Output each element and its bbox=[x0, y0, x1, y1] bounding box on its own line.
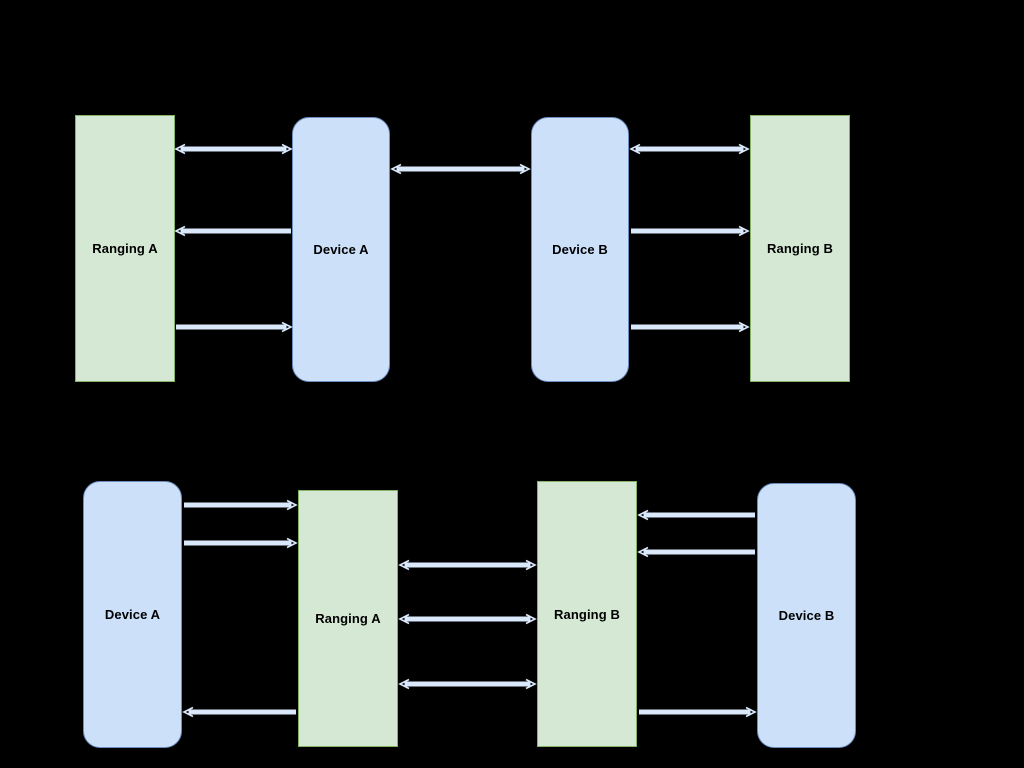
arrow-t7-right bbox=[631, 321, 750, 333]
arrow-b2-right bbox=[184, 537, 298, 549]
arrow-b7-left bbox=[637, 509, 755, 521]
arrow-b3-left bbox=[182, 706, 296, 718]
lifeline-bot-device-a[interactable]: Device A bbox=[83, 481, 182, 748]
lifeline-label-ranging-b: Ranging B bbox=[767, 241, 833, 256]
lifeline-bot-device-b[interactable]: Device B bbox=[757, 483, 856, 748]
arrow-b8-left bbox=[637, 546, 755, 558]
lifeline-label-device-a: Device A bbox=[313, 242, 369, 257]
lifeline-label-ranging-b: Ranging B bbox=[554, 606, 620, 622]
lifeline-bot-ranging-b[interactable]: Ranging B bbox=[537, 481, 637, 747]
arrow-t5-both bbox=[629, 143, 750, 155]
lifeline-label-ranging-a: Ranging A bbox=[315, 611, 381, 626]
arrow-t4-both bbox=[390, 163, 531, 175]
lifeline-top-ranging-a[interactable]: Ranging A bbox=[75, 115, 175, 382]
arrow-b4-both bbox=[398, 559, 537, 571]
arrow-t2-left bbox=[174, 225, 291, 237]
lifeline-top-ranging-b[interactable]: Ranging B bbox=[750, 115, 850, 382]
arrow-t1-both bbox=[174, 143, 293, 155]
lifeline-label-device-b: Device B bbox=[778, 608, 835, 623]
lifeline-label-device-a: Device A bbox=[104, 607, 161, 622]
lifeline-label-device-b: Device B bbox=[552, 242, 608, 257]
arrow-b1-right bbox=[184, 499, 298, 511]
arrow-t3-right bbox=[176, 321, 293, 333]
lifeline-label-ranging-a: Ranging A bbox=[92, 241, 158, 256]
arrow-b6-both bbox=[398, 678, 537, 690]
arrow-b9-right bbox=[639, 706, 757, 718]
lifeline-top-device-a[interactable]: Device A bbox=[292, 117, 390, 382]
arrow-t6-right bbox=[631, 225, 750, 237]
lifeline-bot-ranging-a[interactable]: Ranging A bbox=[298, 490, 398, 747]
arrow-b5-both bbox=[398, 613, 537, 625]
lifeline-top-device-b[interactable]: Device B bbox=[531, 117, 629, 382]
